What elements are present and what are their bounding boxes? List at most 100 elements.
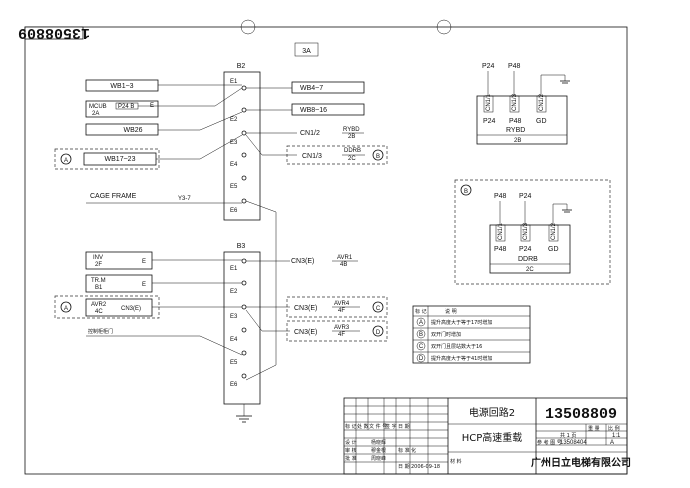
svg-text:批 准: 批 准: [345, 455, 357, 462]
svg-text:E4: E4: [230, 337, 238, 343]
svg-text:CN1/2: CN1/2: [539, 93, 545, 111]
label-trm-e: E: [142, 282, 146, 288]
label-cn12: CN1/2: [300, 130, 320, 137]
svg-text:E1: E1: [230, 266, 238, 272]
svg-text:P24: P24: [483, 118, 496, 125]
label-cn13: CN1/3: [302, 153, 322, 160]
label-cage-frame: CAGE FRAME: [90, 193, 137, 200]
ddrb-option-frame: [454, 179, 611, 285]
svg-text:P48: P48: [494, 193, 507, 200]
svg-text:日 期: 日 期: [398, 464, 410, 470]
label-mcub: MCUB: [89, 104, 107, 110]
svg-text:CN1/1: CN1/1: [486, 93, 492, 111]
label-trm-ref: B1: [95, 285, 103, 291]
label-avr2-cn: CN3(E): [121, 306, 141, 312]
svg-text:周晓峰: 周晓峰: [371, 455, 386, 462]
label-inv-ref: 2F: [95, 262, 102, 268]
marker-b-2-text: B: [464, 189, 468, 195]
svg-text:处 数: 处 数: [357, 423, 369, 430]
legend-table: 标 记 说 明 A 提升高度大于等于17时增加 B 双开门时增加 C 双开门且层…: [412, 305, 531, 364]
box-wb1: [85, 79, 159, 92]
svg-text:说 明: 说 明: [445, 308, 457, 315]
svg-text:P48: P48: [509, 118, 522, 125]
svg-text:CN1/1: CN1/1: [498, 222, 504, 240]
svg-text:参 考 图 号: 参 考 图 号: [537, 439, 562, 446]
svg-text:日 期: 日 期: [398, 424, 410, 430]
svg-text:E2: E2: [230, 117, 238, 123]
label-avr1: AVR1: [337, 255, 353, 261]
svg-text:标 准 化: 标 准 化: [398, 447, 416, 454]
svg-text:E4: E4: [230, 162, 238, 168]
svg-text:重 量: 重 量: [588, 425, 600, 432]
svg-text:E6: E6: [230, 382, 238, 388]
svg-text:标 记: 标 记: [415, 308, 427, 315]
svg-text:DDRB: DDRB: [518, 256, 538, 263]
svg-text:2C: 2C: [526, 267, 534, 273]
svg-text:2B: 2B: [514, 138, 521, 144]
box-avr2: [85, 298, 153, 317]
terminal-block-b3: B3 E1 E2 E3 E4 E5 E6: [223, 243, 261, 423]
label-avr2-ref: 4C: [95, 309, 103, 315]
box-mcub: [85, 100, 159, 118]
svg-text:E6: E6: [230, 208, 238, 214]
registration-mark: [240, 19, 256, 35]
svg-text:B2: B2: [237, 63, 246, 70]
svg-text:设 计: 设 计: [345, 439, 357, 446]
label-wb26: WB26: [123, 127, 142, 134]
svg-text:比 例: 比 例: [608, 425, 620, 432]
label-avr4-ref: 4F: [338, 308, 345, 314]
label-rybd-ref: 2B: [348, 134, 355, 140]
svg-text:P48: P48: [508, 63, 521, 70]
svg-text:签 字: 签 字: [385, 423, 397, 430]
label-wb4: WB4~7: [300, 85, 323, 92]
svg-text:CN1/3: CN1/3: [523, 222, 529, 240]
label-rybd: RYBD: [343, 127, 360, 133]
option-a-b2: [54, 148, 160, 170]
svg-text:B3: B3: [237, 243, 246, 250]
marker-b-2: [460, 184, 472, 196]
title-drawing-no: 13508809: [545, 406, 617, 423]
svg-text:A: A: [419, 320, 423, 326]
terminal-block-b2: B2 E1 E2 E3 E4 E5 E6: [223, 63, 261, 221]
svg-text:P24: P24: [519, 246, 532, 253]
svg-text:B: B: [419, 332, 423, 338]
title-block: 标 记 处 数 文 件 号 签 字 日 期 设 计 杨晓辉 审 核 穆金根 标 …: [343, 397, 631, 475]
label-control-note: 控制柜柜门: [88, 328, 113, 335]
svg-text:E3: E3: [230, 314, 238, 320]
label-trm: TR.M: [91, 278, 106, 284]
label-wb17: WB17~23: [105, 156, 136, 163]
svg-text:E3: E3: [230, 140, 238, 146]
label-wb1: WB1~3: [110, 83, 133, 90]
title-sub: HCP高速重载: [462, 431, 523, 444]
svg-text:P24: P24: [519, 193, 532, 200]
svg-text:双开门且层站数大于16: 双开门且层站数大于16: [431, 343, 482, 350]
ddrb-panel: P48 P24 CN1/1 CN1/3 CN1/2 P48 P24 GD DDR…: [489, 193, 572, 274]
svg-text:D: D: [376, 330, 381, 336]
sheet-ref-box: [294, 42, 319, 57]
svg-text:穆金根: 穆金根: [371, 447, 386, 454]
marker-c: [372, 301, 384, 313]
box-wb8: [291, 103, 365, 116]
svg-text:2006-09-18: 2006-09-18: [411, 464, 440, 470]
label-avr2: AVR2: [91, 302, 107, 308]
marker-b-1: [372, 149, 384, 161]
svg-text:13508404: 13508404: [560, 440, 587, 446]
svg-text:E2: E2: [230, 289, 238, 295]
label-cage-tag: Y3-7: [178, 196, 191, 202]
registration-mark: [436, 19, 452, 35]
svg-text:P24: P24: [482, 63, 495, 70]
svg-text:共 1 页: 共 1 页: [560, 432, 576, 439]
svg-text:A: A: [64, 306, 68, 312]
svg-text:提升高度大于等于41时增加: 提升高度大于等于41时增加: [431, 355, 492, 362]
svg-text:P48: P48: [494, 246, 507, 253]
svg-text:GD: GD: [548, 246, 559, 253]
box-wb26: [85, 123, 159, 136]
svg-text:GD: GD: [536, 118, 547, 125]
svg-text:E1: E1: [230, 79, 238, 85]
label-avr4: AVR4: [334, 301, 350, 307]
label-ddrb: DDRB: [344, 148, 361, 154]
sheet-ref: 3A: [302, 48, 311, 55]
label-inv-e: E: [142, 259, 146, 265]
